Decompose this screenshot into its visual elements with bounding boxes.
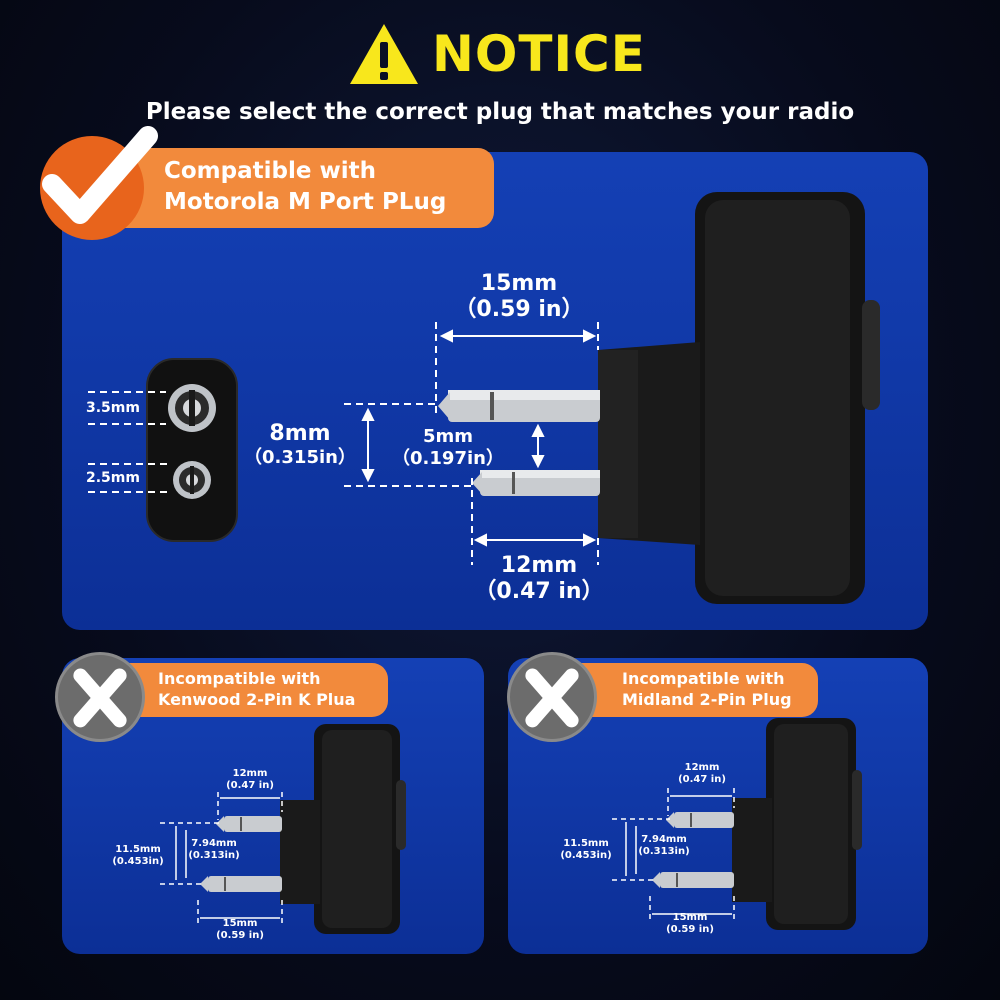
notice-title: NOTICE [432,25,646,83]
warning-triangle-icon [350,24,418,84]
midland-label-line1: Incompatible with [622,669,785,688]
midland-bottom-in: (0.59 in) [666,924,714,935]
midland-label-line2: Midland 2-Pin Plug [622,690,792,709]
midland-gap-in: (0.313in) [638,846,690,857]
dim-bottom-mm: 12mm [500,553,578,578]
kenwood-bottom-in: (0.59 in) [216,930,264,941]
x-icon [507,652,597,742]
dim-height-in: （0.315in） [244,447,356,468]
midland-top-in: (0.47 in) [678,774,726,785]
kenwood-height-in: (0.453in) [112,856,164,867]
kenwood-label: Incompatible with Kenwood 2-Pin K Plua [118,663,388,717]
kenwood-top-mm: 12mm [232,768,268,779]
dim-height-mm: 8mm [269,421,331,446]
dim-bottom-in: （0.47 in） [474,579,604,604]
kenwood-gap-mm: 7.94mm [191,838,237,849]
checkmark-icon [40,126,158,240]
kenwood-label-line1: Incompatible with [158,669,321,688]
compatible-label: Compatible with Motorola M Port PLug [122,148,494,228]
dim-top-in: （0.59 in） [454,297,584,322]
radio-jack-socket [146,358,238,542]
kenwood-top-in: (0.47 in) [226,780,274,791]
dim-gap-in: （0.197in） [392,448,504,469]
midland-gap-mm: 7.94mm [641,834,687,845]
jack-top-size: 3.5mm [86,400,140,416]
dim-top-mm: 15mm [480,271,558,296]
midland-height-in: (0.453in) [560,850,612,861]
dim-gap-mm: 5mm [422,426,474,447]
midland-height-mm: 11.5mm [563,838,609,849]
midland-label: Incompatible with Midland 2-Pin Plug [566,663,818,717]
kenwood-gap-in: (0.313in) [188,850,240,861]
compatible-label-line1: Compatible with [164,158,376,184]
kenwood-bottom-mm: 15mm [222,918,258,929]
jack-bottom-size: 2.5mm [86,470,140,486]
compatible-label-line2: Motorola M Port PLug [164,189,447,215]
notice-subtitle: Please select the correct plug that matc… [145,99,855,125]
kenwood-height-mm: 11.5mm [115,844,161,855]
midland-top-mm: 12mm [684,762,720,773]
notice-header: NOTICE Please select the correct plug th… [0,22,1000,125]
midland-bottom-mm: 15mm [672,912,708,923]
x-icon [55,652,145,742]
kenwood-label-line2: Kenwood 2-Pin K Plua [158,690,356,709]
jack-holes-icon [168,384,216,499]
